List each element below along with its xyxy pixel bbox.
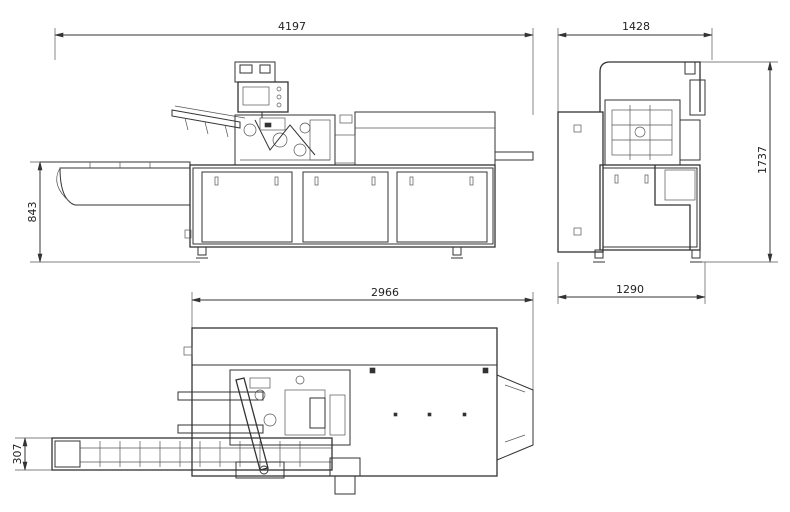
dimension-side-base: 1290 [557,262,706,304]
top-length-label: 2966 [371,286,399,299]
side-base-label: 1290 [616,283,644,296]
dimension-top-length: 2966 [191,286,534,390]
dimension-side-height: 1737 [700,61,778,263]
front-view: 4197 843 [26,20,534,263]
dimension-front-length: 4197 [54,20,534,115]
dimension-side-width: 1428 [557,20,713,112]
front-height-label: 843 [26,202,39,223]
side-height-label: 1737 [756,146,769,174]
side-view: 1428 1737 1290 [557,20,778,304]
top-view: 2966 307 [11,286,534,495]
dimension-top-width: 307 [11,437,80,471]
dimension-front-height: 843 [26,161,200,263]
side-width-label: 1428 [622,20,650,33]
top-width-label: 307 [11,444,24,465]
front-length-label: 4197 [278,20,306,33]
